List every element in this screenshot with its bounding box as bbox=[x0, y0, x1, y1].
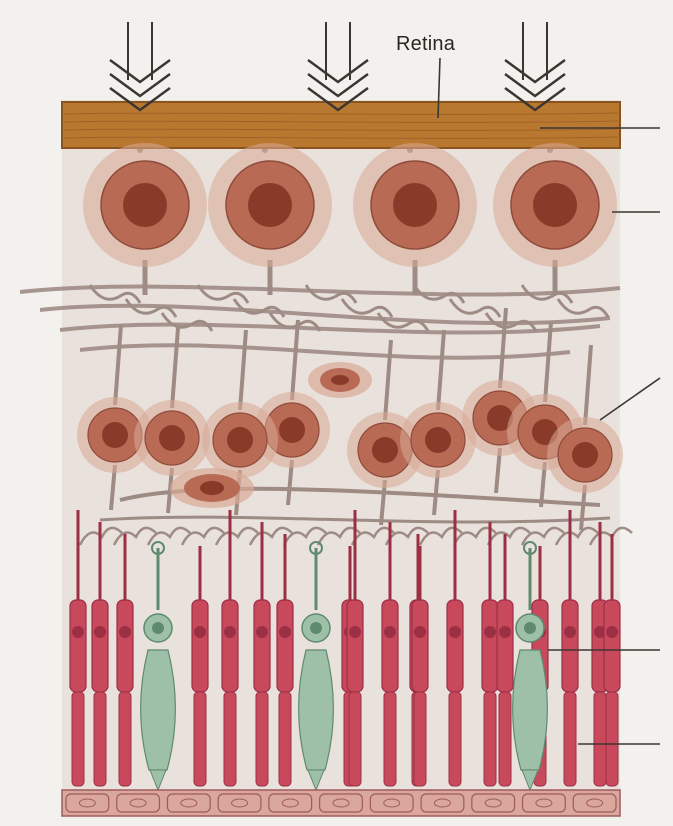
rod-outer-segment bbox=[384, 692, 396, 786]
bipolar-nucleus bbox=[227, 427, 253, 453]
rod-nucleus bbox=[499, 626, 511, 638]
rod-inner-segment bbox=[412, 600, 428, 692]
cone-inner-segment bbox=[141, 650, 176, 770]
amacrine-nucleus bbox=[331, 375, 349, 385]
diagram-title: Retina bbox=[396, 33, 455, 56]
bipolar-nucleus bbox=[572, 442, 598, 468]
cone-nucleus bbox=[310, 622, 322, 634]
rod-outer-segment bbox=[564, 692, 576, 786]
rod-inner-segment bbox=[482, 600, 498, 692]
cone-nucleus bbox=[524, 622, 536, 634]
rod-outer-segment bbox=[194, 692, 206, 786]
rod-nucleus bbox=[606, 626, 618, 638]
cone-nucleus bbox=[152, 622, 164, 634]
rod-nucleus bbox=[279, 626, 291, 638]
bipolar-nucleus bbox=[159, 425, 185, 451]
rod-outer-segment bbox=[224, 692, 236, 786]
rod-outer-segment bbox=[606, 692, 618, 786]
ganglion-nucleus bbox=[123, 183, 167, 227]
light-arrow-chevron bbox=[505, 60, 565, 82]
rod-outer-segment bbox=[349, 692, 361, 786]
light-arrows bbox=[110, 22, 565, 110]
pigment-epithelium bbox=[62, 790, 620, 816]
bipolar-nucleus bbox=[279, 417, 305, 443]
light-arrow-chevron bbox=[308, 74, 368, 96]
rod-inner-segment bbox=[70, 600, 86, 692]
rod-inner-segment bbox=[347, 600, 363, 692]
rod-outer-segment bbox=[414, 692, 426, 786]
rod-inner-segment bbox=[562, 600, 578, 692]
light-arrow-chevron bbox=[308, 60, 368, 82]
rod-nucleus bbox=[414, 626, 426, 638]
rod-inner-segment bbox=[192, 600, 208, 692]
horizontal-nucleus bbox=[200, 481, 224, 495]
rod-inner-segment bbox=[222, 600, 238, 692]
amacrine-cells bbox=[308, 362, 372, 398]
cone-inner-segment bbox=[299, 650, 334, 770]
rod-outer-segment bbox=[484, 692, 496, 786]
rod-outer-segment bbox=[72, 692, 84, 786]
rod-inner-segment bbox=[382, 600, 398, 692]
rod-nucleus bbox=[119, 626, 131, 638]
rod-outer-segment bbox=[279, 692, 291, 786]
ganglion-nucleus bbox=[533, 183, 577, 227]
bipolar-nucleus bbox=[372, 437, 398, 463]
bipolar-nucleus bbox=[425, 427, 451, 453]
rod-nucleus bbox=[194, 626, 206, 638]
rod-inner-segment bbox=[254, 600, 270, 692]
rod-inner-segment bbox=[117, 600, 133, 692]
rod-nucleus bbox=[449, 626, 461, 638]
light-arrow-chevron bbox=[110, 60, 170, 82]
rod-inner-segment bbox=[92, 600, 108, 692]
light-arrow-chevron bbox=[505, 74, 565, 96]
rod-nucleus bbox=[384, 626, 396, 638]
rod-outer-segment bbox=[256, 692, 268, 786]
rod-outer-segment bbox=[449, 692, 461, 786]
rod-outer-segment bbox=[94, 692, 106, 786]
rod-nucleus bbox=[256, 626, 268, 638]
rod-nucleus bbox=[564, 626, 576, 638]
cone-inner-segment bbox=[513, 650, 548, 770]
rod-outer-segment bbox=[499, 692, 511, 786]
rod-nucleus bbox=[94, 626, 106, 638]
rod-outer-segment bbox=[594, 692, 606, 786]
rod-outer-segment bbox=[119, 692, 131, 786]
rod-inner-segment bbox=[277, 600, 293, 692]
bipolar-nucleus bbox=[102, 422, 128, 448]
ganglion-nucleus bbox=[248, 183, 292, 227]
rod-inner-segment bbox=[447, 600, 463, 692]
rod-nucleus bbox=[224, 626, 236, 638]
rod-inner-segment bbox=[604, 600, 620, 692]
rod-nucleus bbox=[349, 626, 361, 638]
light-arrow-chevron bbox=[110, 74, 170, 96]
rod-nucleus bbox=[72, 626, 84, 638]
ganglion-nucleus bbox=[393, 183, 437, 227]
rod-inner-segment bbox=[497, 600, 513, 692]
rod-nucleus bbox=[484, 626, 496, 638]
